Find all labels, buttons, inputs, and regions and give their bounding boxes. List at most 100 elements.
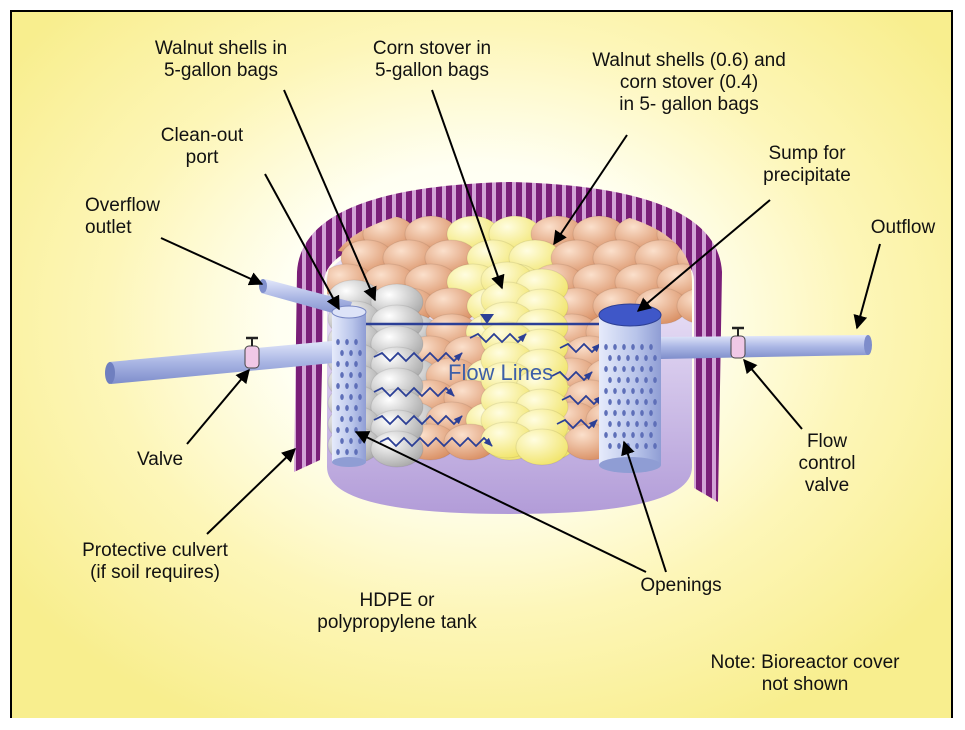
label-clean-out-port: Clean-out port bbox=[147, 125, 257, 169]
perforation-opening bbox=[640, 344, 644, 350]
perforation-opening bbox=[358, 394, 362, 400]
perforation-opening bbox=[631, 344, 635, 350]
perforation-opening bbox=[649, 366, 653, 372]
corn-stover-bag bbox=[516, 429, 568, 465]
perforation-opening bbox=[349, 416, 353, 422]
diagram-frame: Walnut shells in 5-gallon bags Corn stov… bbox=[10, 10, 953, 718]
perforation-opening bbox=[354, 339, 358, 345]
arrow-overflow-outlet bbox=[161, 238, 262, 284]
perforation-opening bbox=[617, 399, 621, 405]
perforation-opening bbox=[649, 432, 653, 438]
perforation-opening bbox=[631, 432, 635, 438]
perforation-opening bbox=[345, 427, 349, 433]
clean-out-port bbox=[332, 306, 366, 467]
perforation-opening bbox=[622, 366, 626, 372]
label-flow-lines: Flow Lines bbox=[448, 360, 553, 386]
perforation-opening bbox=[631, 410, 635, 416]
perforation-opening bbox=[640, 432, 644, 438]
perforation-opening bbox=[631, 366, 635, 372]
perforation-opening bbox=[653, 399, 657, 405]
perforation-opening bbox=[631, 388, 635, 394]
perforation-opening bbox=[345, 449, 349, 455]
perforation-opening bbox=[349, 438, 353, 444]
perforation-opening bbox=[349, 350, 353, 356]
label-corn-stover: Corn stover in 5-gallon bags bbox=[357, 38, 507, 82]
perforation-opening bbox=[626, 355, 630, 361]
perforation-opening bbox=[354, 449, 358, 455]
arrow-protective-culvert bbox=[207, 449, 295, 534]
perforation-opening bbox=[604, 366, 608, 372]
perforation-opening bbox=[635, 377, 639, 383]
perforation-opening bbox=[653, 377, 657, 383]
perforation-opening bbox=[617, 443, 621, 449]
label-protective-culvert: Protective culvert (if soil requires) bbox=[60, 540, 250, 584]
perforation-opening bbox=[358, 416, 362, 422]
perforation-opening bbox=[640, 388, 644, 394]
perforation-opening bbox=[340, 350, 344, 356]
perforation-opening bbox=[604, 344, 608, 350]
label-valve: Valve bbox=[137, 449, 217, 471]
perforation-opening bbox=[336, 449, 340, 455]
perforation-opening bbox=[358, 350, 362, 356]
perforation-opening bbox=[649, 410, 653, 416]
perforation-opening bbox=[354, 383, 358, 389]
perforation-opening bbox=[608, 443, 612, 449]
perforation-opening bbox=[354, 405, 358, 411]
perforation-opening bbox=[653, 421, 657, 427]
perforation-opening bbox=[613, 432, 617, 438]
label-walnut-shells: Walnut shells in 5-gallon bags bbox=[126, 38, 316, 82]
perforation-opening bbox=[635, 355, 639, 361]
arrow-flow-control-valve bbox=[744, 360, 802, 429]
perforation-opening bbox=[653, 443, 657, 449]
perforation-opening bbox=[336, 339, 340, 345]
perforation-opening bbox=[608, 355, 612, 361]
perforation-opening bbox=[626, 421, 630, 427]
perforation-opening bbox=[622, 344, 626, 350]
perforation-opening bbox=[622, 410, 626, 416]
label-flow-control-valve: Flow control valve bbox=[787, 431, 867, 497]
perforation-opening bbox=[340, 394, 344, 400]
label-mixed-bags: Walnut shells (0.6) and corn stover (0.4… bbox=[564, 50, 814, 116]
label-note: Note: Bioreactor cover not shown bbox=[680, 652, 930, 696]
perforation-opening bbox=[604, 432, 608, 438]
perforation-opening bbox=[345, 361, 349, 367]
perforation-opening bbox=[336, 405, 340, 411]
perforation-opening bbox=[640, 366, 644, 372]
label-overflow-outlet: Overflow outlet bbox=[85, 195, 195, 239]
perforation-opening bbox=[336, 383, 340, 389]
perforation-opening bbox=[644, 443, 648, 449]
label-tank: HDPE or polypropylene tank bbox=[302, 590, 492, 634]
perforation-opening bbox=[626, 377, 630, 383]
perforation-opening bbox=[622, 388, 626, 394]
perforation-opening bbox=[336, 427, 340, 433]
perforation-opening bbox=[349, 394, 353, 400]
perforation-opening bbox=[345, 405, 349, 411]
perforation-opening bbox=[644, 421, 648, 427]
perforation-opening bbox=[340, 438, 344, 444]
perforation-opening bbox=[604, 388, 608, 394]
perforation-opening bbox=[622, 432, 626, 438]
perforation-opening bbox=[617, 421, 621, 427]
perforation-opening bbox=[617, 355, 621, 361]
inlet-valve bbox=[245, 338, 259, 368]
perforation-opening bbox=[608, 377, 612, 383]
perforation-opening bbox=[613, 344, 617, 350]
perforation-opening bbox=[635, 399, 639, 405]
perforation-opening bbox=[604, 410, 608, 416]
perforation-opening bbox=[644, 377, 648, 383]
perforation-opening bbox=[340, 372, 344, 378]
label-openings: Openings bbox=[626, 575, 736, 597]
perforation-opening bbox=[608, 421, 612, 427]
label-sump: Sump for precipitate bbox=[747, 143, 867, 187]
perforation-opening bbox=[349, 372, 353, 378]
outflow-pipe bbox=[661, 335, 872, 359]
perforation-opening bbox=[649, 344, 653, 350]
perforation-opening bbox=[640, 410, 644, 416]
perforation-opening bbox=[354, 361, 358, 367]
arrow-outflow bbox=[857, 244, 880, 328]
flow-control-valve bbox=[731, 328, 745, 358]
perforation-opening bbox=[613, 410, 617, 416]
perforation-opening bbox=[617, 377, 621, 383]
perforation-opening bbox=[626, 399, 630, 405]
perforation-opening bbox=[336, 361, 340, 367]
